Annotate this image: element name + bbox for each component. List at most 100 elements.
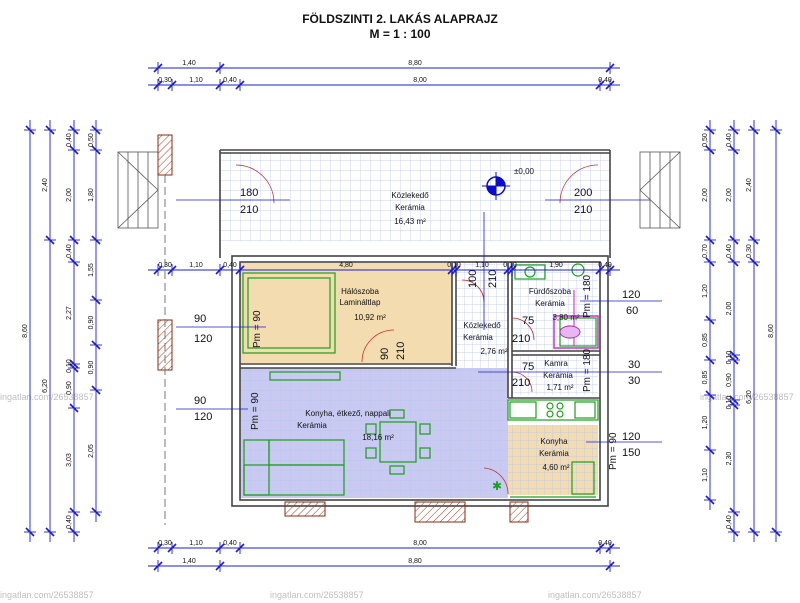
watermarks: ingatlan.com/26538857 ingatlan.com/26538… (0, 392, 794, 600)
dimension-value: 1,10 (475, 262, 489, 269)
corridor-top-floor (220, 153, 610, 241)
dimension-value: 1,80 (88, 188, 95, 202)
stairs-left (117, 151, 159, 229)
dimension-value: 2,00 (66, 188, 73, 202)
dimension-value: 2,40 (746, 178, 753, 192)
opening-width: 100 (467, 270, 479, 288)
dimension-value: 1,90 (549, 262, 563, 269)
furniture (242, 263, 599, 498)
room-name: Konyha (540, 437, 568, 446)
watermark-bottom-right: ingatlan.com/26538857 (548, 590, 642, 600)
opening-height: 210 (574, 204, 592, 216)
dimension-value: 0,50 (88, 133, 95, 147)
opening-height: 120 (194, 333, 212, 345)
dimension-value: 2,05 (88, 444, 95, 458)
chimney-bottom-1 (284, 501, 326, 517)
column-top (157, 134, 173, 176)
dimension-value: 0,10 (66, 359, 73, 373)
dimension-value: 1,10 (189, 77, 203, 84)
dimension-value: 2,00 (726, 188, 733, 202)
dimension-value: 0,40 (223, 77, 237, 84)
opening-height: 120 (194, 411, 212, 423)
room-area: 2,76 m² (480, 347, 507, 356)
room-name: Hálószoba (341, 287, 379, 296)
parapet-height: Pm = 90 (608, 432, 619, 470)
dimension-value: 2,27 (66, 306, 73, 320)
parapet-height: Pm = 90 (252, 310, 263, 348)
dimension-value: 0,90 (726, 373, 733, 387)
room-name: Közlekedő (463, 321, 501, 330)
washbasin (514, 264, 546, 280)
dimension-value: 8,60 (22, 324, 29, 338)
level-marker (482, 172, 510, 200)
dimension-value: 0,40 (726, 515, 733, 529)
kitchen-counter (507, 399, 599, 421)
dimension-value: 1,10 (702, 468, 709, 482)
dimension-value: 0,40 (66, 515, 73, 529)
opening-width: 90 (379, 348, 391, 360)
dimension-value: 0,90 (88, 361, 95, 375)
room-floor: Kerámia (395, 203, 425, 212)
opening-width: 30 (628, 359, 640, 371)
dimension-value: 0,10 (726, 351, 733, 365)
chimney-bottom-2 (414, 501, 466, 523)
opening-labels-vertical: 100 210 90 210 (379, 270, 499, 360)
opening-height: 210 (395, 342, 407, 360)
dimension-value: 0,30 (158, 540, 172, 547)
watermark-bottom-mid: ingatlan.com/26538857 (270, 590, 364, 600)
opening-height: 150 (622, 447, 640, 459)
tv-unit (269, 371, 341, 381)
dimension-value: 0,40 (726, 133, 733, 147)
opening-leaders (176, 199, 662, 443)
opening-height: 210 (240, 204, 258, 216)
opening-width: 180 (240, 187, 258, 199)
dimension-value: 8,00 (413, 540, 427, 547)
dimension-value: 0,40 (598, 77, 612, 84)
dimension-value: 0,40 (598, 540, 612, 547)
dimension-value: 0,50 (702, 133, 709, 147)
plan-scale: M = 1 : 100 (369, 27, 431, 41)
chimney-bottom-3 (509, 501, 529, 523)
dimension-value: 0,30 (746, 244, 753, 258)
dimension-value: 8,80 (408, 60, 422, 67)
dimension-value: 0,10 (726, 396, 733, 410)
room-name: Konyha, étkező, nappali (305, 409, 391, 418)
dimension-value: 2,40 (42, 178, 49, 192)
shower-tray (553, 315, 599, 349)
room-floor: Kerámia (539, 449, 569, 458)
dining-table (379, 421, 417, 463)
dimension-value: 8,00 (413, 77, 427, 84)
dimension-value: 0,40 (726, 244, 733, 258)
dimension-value: 0,10 (503, 262, 517, 269)
dimension-value: 0,40 (66, 133, 73, 147)
room-floor: Kerámia (543, 371, 573, 380)
dimension-value: 2,30 (726, 452, 733, 466)
parapet-labels: Pm = 90 Pm = 90 Pm = 180 Pm = 180 Pm = 9… (250, 274, 619, 470)
dimension-value: 8,80 (408, 558, 422, 565)
dimension-value: 1,10 (189, 262, 203, 269)
parapet-height: Pm = 180 (582, 348, 593, 392)
dimension-value: 0,85 (702, 371, 709, 385)
parapet-height: Pm = 90 (250, 392, 261, 430)
level-label: ±0,00 (514, 167, 535, 176)
dimension-value: 0,40 (598, 262, 612, 269)
bedroom-floor (240, 263, 452, 363)
opening-width: 75 (522, 315, 534, 327)
room-floor: Kerámia (297, 421, 327, 430)
dimension-value: 1,10 (189, 540, 203, 547)
opening-width: 90 (194, 313, 206, 325)
dimension-value: 0,30 (158, 262, 172, 269)
opening-labels: 180 210 200 210 90 120 90 120 120 60 30 … (194, 187, 640, 459)
parapet-height: Pm = 180 (582, 274, 593, 318)
dimension-value: 0,10 (447, 262, 461, 269)
watermark-bottom-left: ingatlan.com/26538857 (0, 590, 94, 600)
room-name: Közlekedő (391, 191, 429, 200)
opening-height: 210 (512, 333, 530, 345)
dimension-value: 0,40 (223, 540, 237, 547)
dimension-value: 2,00 (726, 302, 733, 316)
opening-width: 200 (574, 187, 592, 199)
room-floor: Laminált­lap (340, 298, 381, 307)
bathroom-floor (512, 263, 598, 351)
